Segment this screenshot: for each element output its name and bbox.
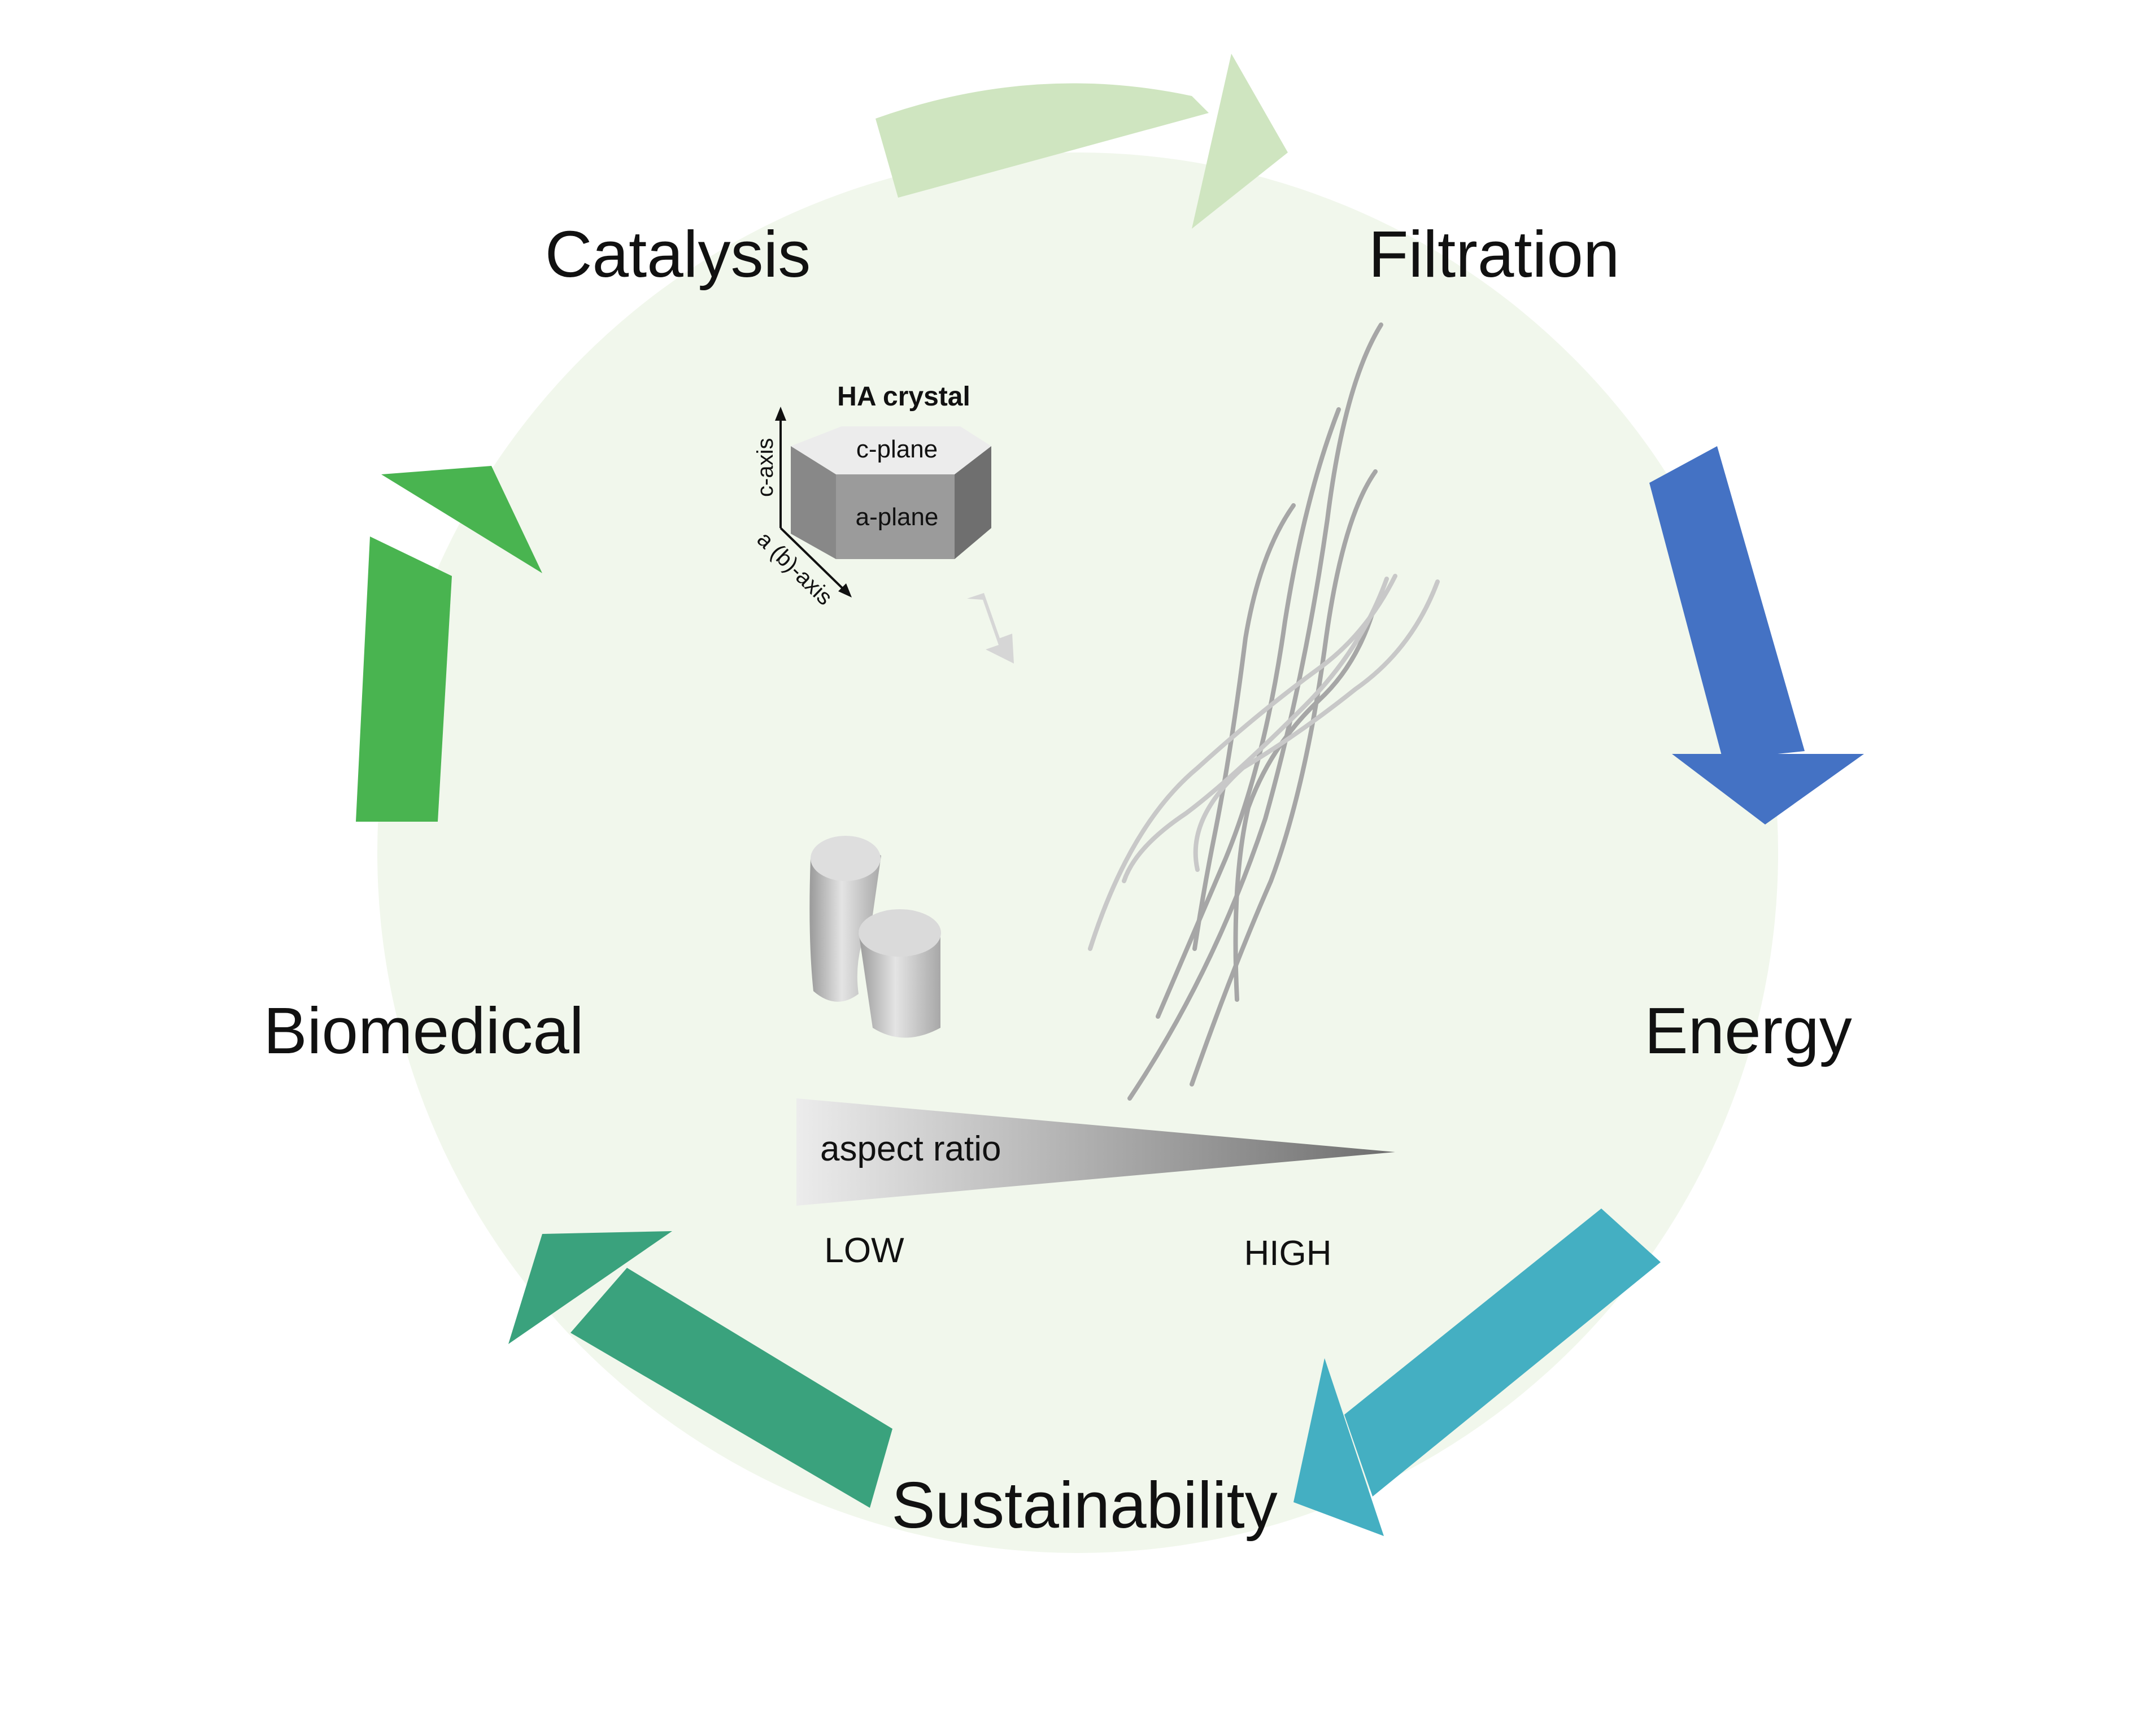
arrow-biomedical-to-catalysis [356,466,542,822]
background-circle [377,152,1778,1553]
aspect-ratio-low-label: LOW [824,1231,904,1270]
aspect-ratio-label: aspect ratio [820,1129,1001,1168]
crystal-left-face [791,446,836,559]
ab-axis-arrow [779,527,846,591]
arrow-filtration-to-energy [1649,446,1864,825]
c-axis-arrowhead [775,407,786,421]
aspect-ratio-high-label: HIGH [1244,1234,1332,1273]
crystal-a-plane-label: a-plane [856,503,939,531]
ha-crystal-illustration: HA crystal c-plane a-plane c-axis a (b)-… [752,382,1014,664]
fiber [1088,574,1397,951]
ab-axis-arrowhead [838,583,852,597]
aspect-ratio-scale: aspect ratio LOW HIGH [796,1098,1395,1273]
crystal-c-plane-face [791,426,991,474]
aspect-ratio-wedge [796,1098,1395,1206]
label-energy: Energy [1644,994,1852,1067]
crystal-right-face [955,446,991,559]
label-catalysis: Catalysis [545,217,811,291]
label-filtration: Filtration [1369,217,1620,291]
fiber [1156,407,1341,1019]
label-sustainability: Sustainability [891,1468,1277,1542]
c-axis-label: c-axis [753,438,778,497]
crystal-a-plane-face [836,474,955,559]
fiber [1190,469,1378,1087]
arrow-catalysis-to-filtration [876,54,1288,229]
rod-2-top [859,909,941,957]
crystal-title: HA crystal [837,382,970,412]
crystal-down-arrow [967,593,1014,664]
rod-1-top [811,836,881,881]
label-biomedical: Biomedical [263,994,583,1067]
fiber [1233,610,1375,1002]
fiber [1127,322,1383,1101]
rod-1 [809,845,881,1002]
fiber [1193,579,1440,872]
arrow-sustainability-to-biomedical [508,1231,892,1508]
low-aspect-ratio-rods [809,836,941,1038]
high-aspect-ratio-fibers [1088,322,1440,1101]
arrow-energy-to-sustainability [1293,1209,1661,1536]
crystal-c-plane-label: c-plane [856,435,938,463]
fiber [1122,577,1389,883]
